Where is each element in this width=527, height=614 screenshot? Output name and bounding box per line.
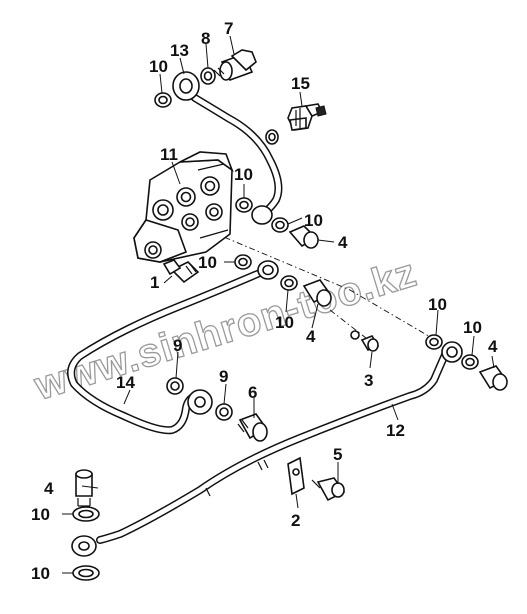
pipe-13 — [172, 71, 283, 225]
washer-10-top — [154, 92, 172, 108]
callout-10: 10 — [31, 505, 50, 524]
callout-15: 15 — [291, 74, 310, 93]
callout-10: 10 — [463, 318, 482, 337]
callout-14: 14 — [116, 373, 135, 392]
washer-9-b — [215, 403, 233, 421]
bolt-4b — [302, 279, 332, 307]
callout-labels: 7 8 13 10 15 11 10 10 4 10 1 10 4 10 10 … — [31, 19, 498, 583]
washer-10-mid-b — [280, 275, 298, 291]
washer-10-bottom-a — [72, 506, 100, 522]
bolt-3 — [350, 330, 380, 352]
callout-9: 9 — [219, 367, 228, 386]
callout-7: 7 — [224, 19, 233, 38]
bolt-5 — [311, 477, 346, 502]
washer-10-block-b — [271, 217, 289, 233]
callout-8: 8 — [201, 29, 210, 48]
bolt-4d — [75, 469, 93, 507]
callout-12: 12 — [386, 421, 405, 440]
bracket-2 — [287, 456, 305, 496]
callout-4: 4 — [306, 327, 316, 346]
washer-9-a — [166, 377, 184, 395]
callout-10: 10 — [149, 57, 168, 76]
callout-10: 10 — [428, 295, 447, 314]
callout-1: 1 — [150, 273, 159, 292]
bolt-4c — [478, 365, 508, 391]
washer-8 — [200, 67, 216, 85]
centerline-bolt3 — [329, 309, 367, 339]
bolt-7 — [213, 49, 257, 82]
callout-4: 4 — [488, 337, 498, 356]
callout-10: 10 — [31, 564, 50, 583]
bolt-4a — [288, 225, 319, 249]
callout-10: 10 — [198, 253, 217, 272]
callout-5: 5 — [333, 445, 342, 464]
washer-10-mid-a — [234, 254, 252, 270]
washer-10-bottom-b — [72, 565, 100, 581]
callout-11: 11 — [160, 145, 178, 164]
pipe-12 — [71, 341, 463, 557]
bolt-1 — [162, 259, 200, 284]
callout-9: 9 — [173, 336, 182, 355]
callout-10: 10 — [275, 313, 294, 332]
sensor-15 — [265, 103, 327, 145]
callout-10: 10 — [304, 211, 323, 230]
callout-4: 4 — [44, 479, 54, 498]
washer-10-block-a — [235, 197, 253, 213]
callout-13: 13 — [170, 41, 189, 60]
callout-10: 10 — [234, 165, 253, 184]
washer-10-right-a — [425, 334, 443, 350]
callout-2: 2 — [291, 511, 300, 530]
washer-10-right-b — [461, 354, 479, 370]
callout-6: 6 — [248, 383, 257, 402]
bolt-6 — [237, 413, 268, 442]
centerline-upper — [211, 231, 433, 339]
callout-4: 4 — [338, 233, 348, 252]
callout-3: 3 — [364, 371, 373, 390]
pipe-14 — [67, 260, 279, 435]
leader-lines — [62, 35, 495, 574]
valve-block-11 — [133, 151, 234, 263]
